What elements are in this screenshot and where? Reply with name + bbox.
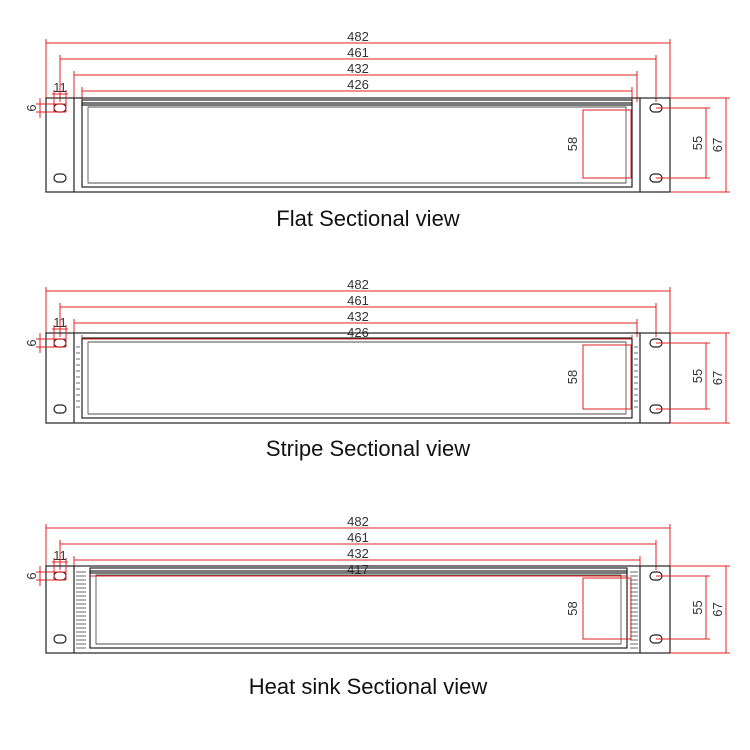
width-dim-label-426: 426 [347,77,369,92]
width-dim-label-482: 482 [347,514,369,529]
view-caption: Heat sink Sectional view [249,674,488,699]
window-outline [582,577,632,640]
panel-outline [45,97,671,193]
window-height-label: 58 [565,370,580,384]
window-outline [582,109,632,179]
total-height-label: 67 [710,371,725,385]
mounting-slot-0 [53,338,67,348]
ear-offset-label: 6 [24,104,39,111]
chassis-outline [81,102,633,188]
ear-hole-label: 11 [53,80,67,95]
width-dim-label-461: 461 [347,293,369,308]
chassis-inner [87,341,627,415]
ear-hole-label: 11 [53,548,67,563]
chassis-inner [95,574,622,645]
width-dim-label-482: 482 [347,277,369,292]
window-height-label: 58 [565,137,580,151]
width-dim-label-432: 432 [347,309,369,324]
view-caption: Stripe Sectional view [266,436,470,461]
hole-spacing-label: 55 [690,136,705,150]
mounting-slot-0 [53,103,67,113]
width-dim-label-461: 461 [347,45,369,60]
width-dim-label-482: 482 [347,29,369,44]
chassis-inner [87,106,627,184]
window-outline [582,344,632,410]
chassis-outline [81,337,633,419]
width-dim-label-432: 432 [347,546,369,561]
panel-outline [45,565,671,654]
mounting-slot-0 [53,571,67,581]
view-caption: Flat Sectional view [276,206,460,231]
hole-spacing-label: 55 [690,369,705,383]
flat-top-bar [81,99,633,106]
ear-hole-label: 11 [53,315,67,330]
window-height-label: 58 [565,601,580,615]
heatsink-top-bar [89,567,628,574]
total-height-label: 67 [710,602,725,616]
ear-offset-label: 6 [24,339,39,346]
hole-spacing-label: 55 [690,600,705,614]
ear-offset-label: 6 [24,572,39,579]
mounting-slot-1 [53,634,67,644]
mounting-slot-1 [53,173,67,183]
panel-outline [45,332,671,424]
width-dim-label-432: 432 [347,61,369,76]
width-dim-label-461: 461 [347,530,369,545]
chassis-outline [89,570,628,649]
mounting-slot-1 [53,404,67,414]
total-height-label: 67 [710,138,725,152]
